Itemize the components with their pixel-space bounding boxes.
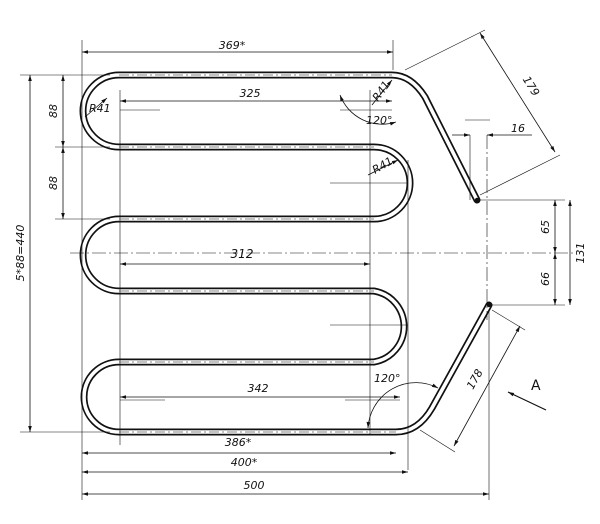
dim-middle-length: 312 (231, 247, 254, 261)
radius-right-second: R41 (370, 155, 395, 177)
radius-right-top: R41 (370, 79, 393, 104)
dim-bottom-400: 400* (231, 456, 258, 469)
view-label: A (531, 378, 541, 394)
dim-gap-131: 131 (574, 243, 587, 264)
angle-lower-bend: 120° (374, 372, 401, 385)
serpentine-pipe (79, 71, 493, 436)
dim-pitch-upper: 88 (47, 104, 60, 118)
dim-upper-leg: 179 (520, 74, 542, 99)
radius-left-top: R41 (89, 102, 111, 115)
dim-lower-leg: 178 (464, 367, 486, 392)
dim-gap-66: 66 (539, 272, 552, 286)
dim-lower-inner-length: 342 (248, 382, 269, 395)
dim-upper-inner-length: 325 (240, 87, 261, 100)
dim-bottom-386: 386* (225, 436, 252, 449)
dim-vertical-total: 5*88=440 (14, 225, 27, 282)
dimension-lines (28, 32, 572, 496)
dim-top-length: 369* (219, 39, 246, 52)
dim-pitch-second: 88 (47, 176, 60, 190)
dim-bottom-500: 500 (244, 479, 265, 492)
dim-gap-65: 65 (539, 220, 552, 234)
angle-upper-bend: 120° (366, 114, 393, 127)
extension-lines (20, 29, 575, 500)
dim-offset-16: 16 (511, 122, 525, 135)
